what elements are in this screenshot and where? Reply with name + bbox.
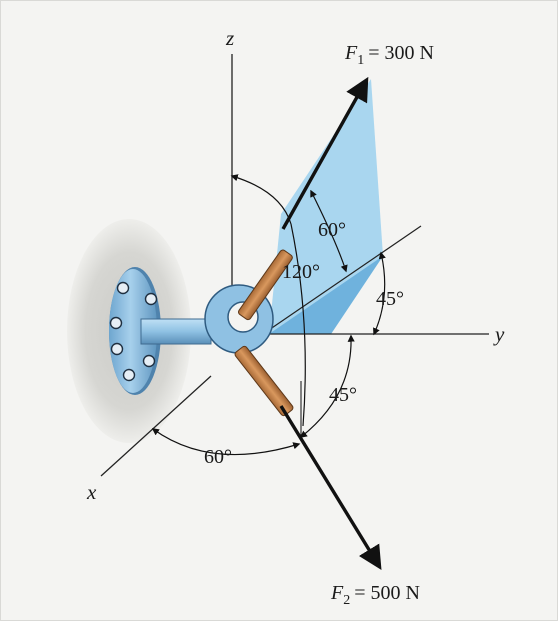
f2-subscript: 2 (343, 593, 350, 608)
arc-45-upper (373, 251, 386, 336)
bolt-icon (116, 281, 130, 295)
f2-label: F2 = 500 N (330, 582, 420, 608)
x-axis (100, 375, 212, 477)
f1-arrow (281, 76, 369, 230)
rod-f2 (234, 345, 294, 417)
bolt-icon (144, 292, 158, 306)
f1-symbol: F (344, 42, 358, 64)
rod-f1 (238, 249, 293, 321)
angle-label-f2-from-x: 60° (204, 446, 232, 468)
eyebolt-shaft (140, 318, 212, 345)
y-axis-label: y (493, 322, 505, 346)
bolt-icon (109, 316, 123, 330)
x-axis-label: x (86, 480, 97, 504)
f2-value: = 500 N (354, 582, 420, 604)
arc-60-plane (310, 189, 348, 273)
bolt-icon (122, 368, 136, 382)
z-axis-label: z (225, 26, 234, 50)
bolt-icon (142, 354, 156, 368)
f2-arrow (279, 405, 382, 571)
arc-60-x (151, 428, 301, 456)
angle-label-f1-from-z: 120° (282, 261, 320, 283)
f1-plane-shade (269, 256, 383, 334)
arc-45-lower (299, 334, 355, 438)
wall-plate (109, 267, 161, 395)
f2-symbol: F (330, 582, 344, 604)
angle-label-f1-plane: 60° (318, 219, 346, 241)
arc-120 (230, 174, 292, 225)
angle-label-f2-below-y: 45° (329, 384, 357, 406)
f1-label: F1 = 300 N (344, 42, 434, 68)
f1-value: = 300 N (368, 42, 434, 64)
f1-subscript: 1 (357, 53, 364, 68)
angle-label-plane-from-y: 45° (376, 288, 404, 310)
bolt-icon (110, 342, 124, 356)
projection-line (262, 225, 422, 335)
